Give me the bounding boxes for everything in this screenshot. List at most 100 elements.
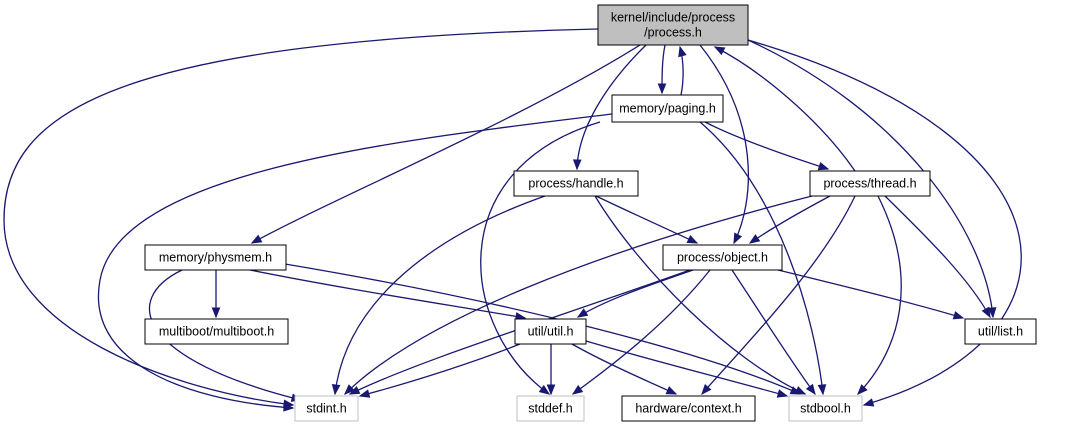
node-context[interactable]: hardware/context.h — [621, 395, 756, 422]
edge-thread-to-object — [748, 195, 831, 244]
node-stddef: stddef.h — [516, 395, 585, 422]
arrowhead — [250, 234, 263, 244]
arrowhead — [571, 384, 584, 395]
node-root[interactable]: kernel/include/process/process.h — [597, 4, 749, 46]
node-label: memory/physmem.h — [159, 251, 272, 265]
edge-util-to-stdbool — [585, 340, 789, 398]
node-util[interactable]: util/util.h — [514, 318, 587, 345]
node-stdint: stdint.h — [294, 395, 359, 422]
edge-object-to-stdbool — [731, 269, 816, 396]
node-paging[interactable]: memory/paging.h — [611, 94, 724, 123]
arrowhead — [538, 384, 551, 395]
node-label: process/handle.h — [528, 177, 623, 191]
node-label: util/util.h — [528, 325, 574, 339]
edge-physmem-to-multiboot — [211, 269, 221, 319]
edge-util-to-context — [571, 343, 678, 395]
edges-layer — [3, 28, 1022, 412]
node-box — [621, 395, 756, 422]
node-box — [788, 395, 863, 422]
arrowhead — [348, 385, 361, 395]
node-thread[interactable]: process/thread.h — [809, 170, 931, 197]
edge-object-to-util — [576, 269, 694, 318]
arrowhead — [546, 384, 556, 396]
edge-paging-to-thread — [704, 121, 830, 171]
arrowhead — [733, 232, 743, 245]
edge-thread-to-context — [701, 195, 856, 396]
arrowhead — [817, 161, 830, 171]
node-label: stdbool.h — [800, 402, 851, 416]
node-box — [662, 244, 783, 271]
arrowhead — [576, 308, 589, 318]
node-label: util/list.h — [978, 325, 1023, 339]
arrowhead — [857, 384, 868, 395]
node-box — [144, 244, 287, 271]
arrowhead — [701, 383, 712, 396]
arrowhead — [981, 306, 991, 319]
edge-paging-to-stdint — [97, 113, 613, 412]
node-label: /process.h — [644, 26, 702, 40]
edge-paging-to-root — [678, 45, 687, 96]
arrowhead — [678, 45, 687, 58]
edge-util-to-stddef — [546, 344, 556, 396]
edge-paging-to-stddef — [480, 121, 601, 395]
edge-root-to-paging — [657, 44, 667, 95]
edge-thread-to-stdbool — [857, 195, 902, 395]
arrowhead — [686, 235, 699, 244]
arrowhead — [211, 307, 221, 319]
node-label: process/object.h — [677, 251, 768, 265]
node-box — [144, 318, 289, 345]
arrowhead — [283, 403, 295, 412]
arrowhead — [344, 384, 355, 395]
edge-paging-to-stdbool — [699, 121, 827, 396]
arrowhead — [358, 389, 371, 398]
node-list[interactable]: util/list.h — [964, 318, 1037, 345]
node-stdbool: stdbool.h — [788, 395, 863, 422]
arrowhead — [987, 307, 997, 319]
edge-object-to-stddef — [571, 269, 711, 395]
edge-handle-to-object — [595, 195, 699, 244]
node-label: stddef.h — [528, 402, 573, 416]
node-box — [597, 4, 749, 46]
node-box — [516, 395, 585, 422]
node-label: stdint.h — [306, 402, 346, 416]
edge-util-to-stdint — [358, 343, 521, 398]
arrowhead — [817, 384, 827, 396]
edge-handle-to-stdint — [331, 195, 546, 396]
node-label: hardware/context.h — [635, 402, 741, 416]
node-box — [513, 170, 639, 197]
node-box — [809, 170, 931, 197]
edge-thread-to-root — [713, 46, 856, 172]
arrowhead — [748, 234, 761, 244]
arrowhead — [776, 389, 789, 398]
edge-object-to-stdint — [348, 269, 691, 395]
edge-root-to-handle — [572, 44, 647, 171]
node-physmem[interactable]: memory/physmem.h — [144, 244, 287, 271]
arrowhead — [805, 383, 816, 396]
edge-object-to-list — [777, 269, 965, 320]
edge-root-to-stdbool — [747, 39, 1022, 407]
node-label: memory/paging.h — [619, 102, 716, 116]
arrowhead — [572, 159, 582, 171]
node-box — [611, 94, 724, 123]
arrowhead — [665, 386, 678, 395]
node-box — [294, 395, 359, 422]
node-box — [964, 318, 1037, 345]
edge-thread-to-stdint — [344, 195, 813, 395]
node-label: kernel/include/process — [611, 11, 735, 25]
arrowhead — [331, 384, 341, 396]
node-handle[interactable]: process/handle.h — [513, 170, 639, 197]
arrowhead — [862, 398, 875, 407]
node-multiboot[interactable]: multiboot/multiboot.h — [144, 318, 289, 345]
edge-root-to-physmem — [250, 44, 641, 244]
arrowhead — [952, 311, 965, 320]
arrowhead — [789, 386, 802, 395]
node-label: multiboot/multiboot.h — [159, 325, 274, 339]
edge-handle-to-stdbool — [594, 195, 807, 395]
node-object[interactable]: process/object.h — [662, 244, 783, 271]
node-label: process/thread.h — [823, 177, 916, 191]
nodes-layer: kernel/include/process/process.h memory/p… — [144, 4, 1037, 422]
edge-thread-to-list — [884, 195, 991, 319]
arrowhead — [713, 46, 726, 56]
edge-root-to-object — [699, 44, 750, 245]
